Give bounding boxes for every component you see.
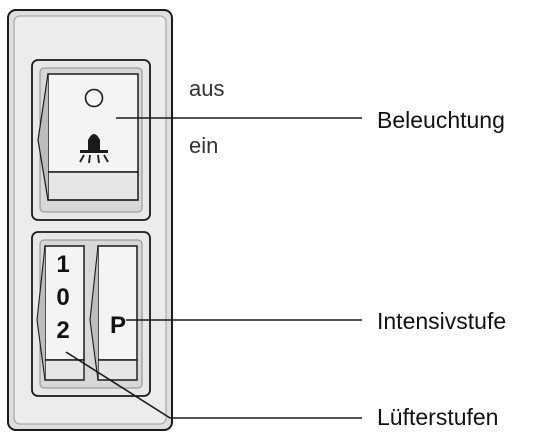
state-off-label: aus — [189, 76, 225, 101]
intensity-callout: Intensivstufe — [377, 308, 507, 334]
circle-icon — [84, 88, 104, 108]
intensity-p-label: P — [110, 312, 126, 339]
light-bulb-icon — [79, 134, 109, 164]
fan-switch[interactable] — [36, 245, 85, 381]
lighting-callout: Beleuchtung — [377, 107, 505, 133]
fan-levels-callout: Lüfterstufen — [377, 404, 499, 430]
intensity-switch[interactable] — [89, 245, 138, 381]
fan-levels-leader-line — [65, 351, 362, 419]
state-on-label: ein — [189, 133, 219, 158]
fan-position-1: 1 — [56, 251, 69, 278]
fan-position-2: 2 — [56, 317, 69, 344]
fan-position-0: 0 — [56, 284, 69, 311]
